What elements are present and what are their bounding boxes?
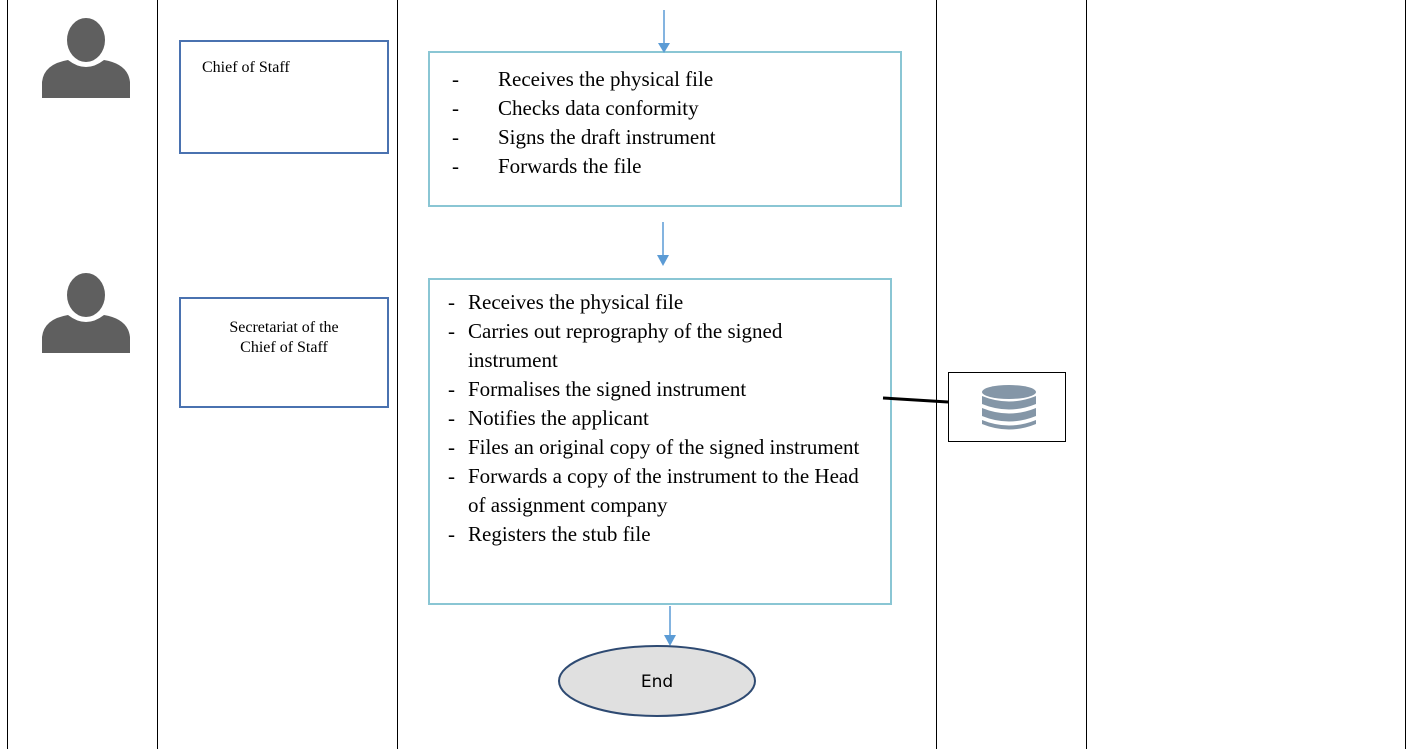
column-divider bbox=[157, 0, 158, 749]
step-item: - Forwards a copy of the instrument to t… bbox=[430, 462, 865, 520]
step-item: - Files an original copy of the signed i… bbox=[430, 433, 865, 462]
end-label: End bbox=[641, 672, 673, 692]
bullet-dash: - bbox=[448, 464, 455, 488]
step-text: Signs the draft instrument bbox=[498, 125, 716, 149]
database-icon bbox=[982, 385, 1036, 430]
step-item: - Registers the stub file bbox=[430, 520, 865, 549]
step-item: - Notifies the applicant bbox=[430, 404, 865, 433]
step-item: - Checks data conformity bbox=[430, 94, 900, 123]
step-item: - Formalises the signed instrument bbox=[430, 375, 865, 404]
step-item: - Carries out reprography of the signed … bbox=[430, 317, 865, 375]
step-text: Checks data conformity bbox=[498, 96, 699, 120]
role-chief-of-staff: Chief of Staff bbox=[179, 40, 389, 154]
chief-of-staff-step-box: - Receives the physical file - Checks da… bbox=[428, 51, 902, 207]
step-text: Notifies the applicant bbox=[468, 406, 649, 430]
person-icon bbox=[42, 18, 130, 98]
step-text: Registers the stub file bbox=[468, 522, 651, 546]
step-text: Receives the physical file bbox=[498, 67, 714, 91]
column-divider bbox=[936, 0, 937, 749]
arrow-to-end bbox=[664, 606, 676, 646]
step-text: Forwards a copy of the instrument to the… bbox=[468, 464, 859, 517]
person-icon bbox=[42, 273, 130, 353]
role-secretariat: Secretariat of the Chief of Staff bbox=[179, 297, 389, 408]
step-item: - Signs the draft instrument bbox=[430, 123, 900, 152]
secretariat-step-box: - Receives the physical file - Carries o… bbox=[428, 278, 892, 605]
database-node bbox=[948, 372, 1066, 442]
end-terminal: End bbox=[558, 645, 756, 717]
bullet-dash: - bbox=[448, 522, 455, 546]
bullet-dash: - bbox=[448, 377, 455, 401]
arrow-chief-to-secretariat bbox=[657, 222, 669, 266]
step-text: Formalises the signed instrument bbox=[468, 377, 747, 401]
role-label-line: Secretariat of the bbox=[229, 319, 339, 336]
role-label-line: Chief of Staff bbox=[240, 339, 328, 356]
step-item: - Receives the physical file bbox=[430, 288, 865, 317]
step-item: - Receives the physical file bbox=[430, 65, 900, 94]
bullet-dash: - bbox=[452, 154, 459, 178]
database-link-line bbox=[882, 396, 949, 404]
step-text: Receives the physical file bbox=[468, 290, 684, 314]
step-item: - Forwards the file bbox=[430, 152, 900, 181]
bullet-dash: - bbox=[448, 406, 455, 430]
column-divider bbox=[1086, 0, 1087, 749]
column-divider bbox=[397, 0, 398, 749]
table-border-left bbox=[7, 0, 8, 749]
step-text: Forwards the file bbox=[498, 154, 642, 178]
bullet-dash: - bbox=[448, 290, 455, 314]
bullet-dash: - bbox=[448, 319, 455, 343]
table-border-right bbox=[1405, 0, 1406, 749]
bullet-dash: - bbox=[452, 125, 459, 149]
bullet-dash: - bbox=[448, 435, 455, 459]
bullet-dash: - bbox=[452, 67, 459, 91]
step-text: Files an original copy of the signed ins… bbox=[468, 435, 860, 459]
step-text: Carries out reprography of the signed in… bbox=[468, 319, 783, 372]
bullet-dash: - bbox=[452, 96, 459, 120]
role-label: Chief of Staff bbox=[202, 59, 290, 76]
arrow-into-chief-box bbox=[658, 10, 670, 53]
